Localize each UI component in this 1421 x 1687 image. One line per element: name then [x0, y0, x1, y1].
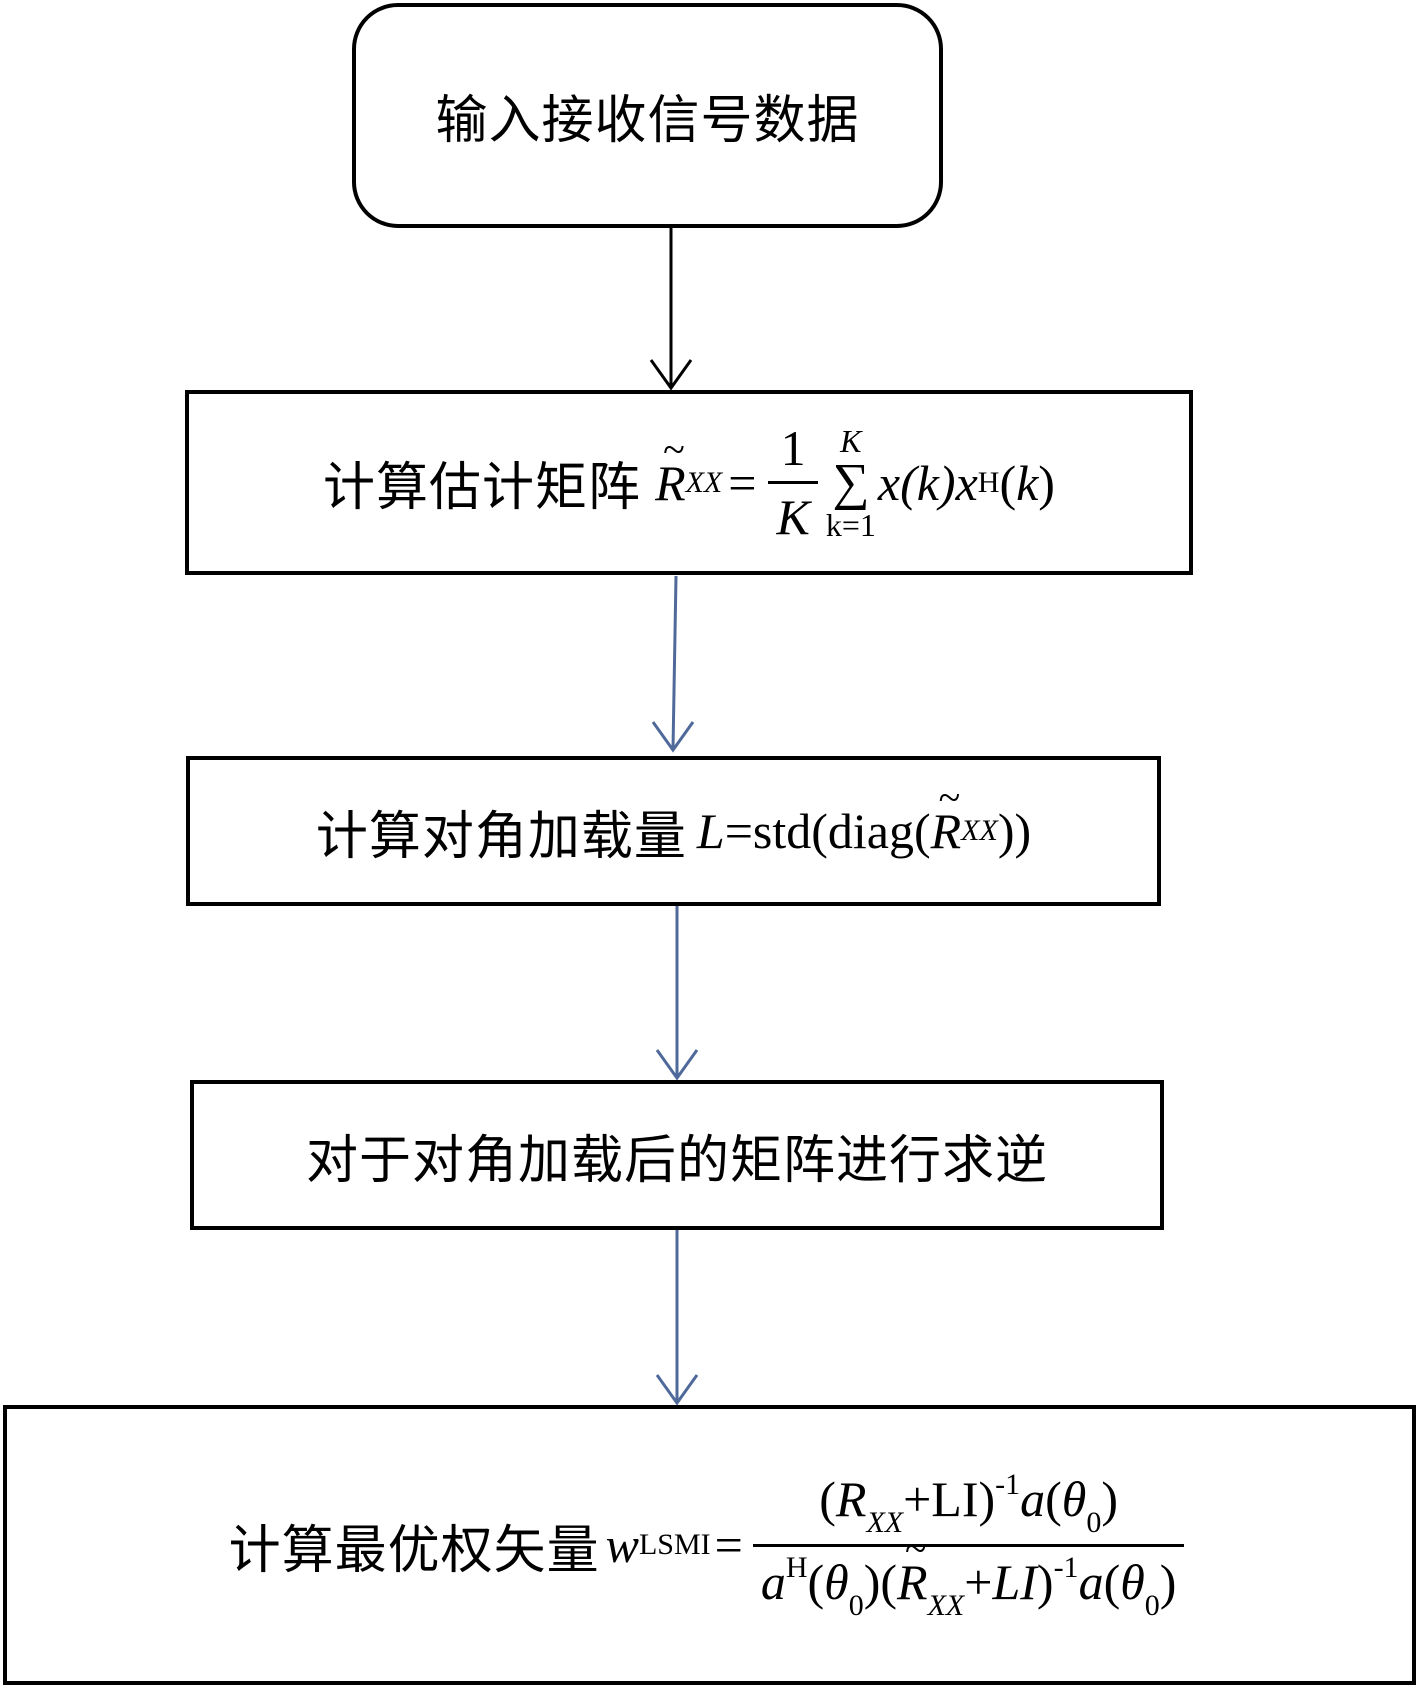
estimate-formula: RXX = 1 K K ∑ k=1 x(k)xH(k) — [655, 419, 1055, 546]
arrow-3 — [655, 904, 699, 1081]
step-estimate-matrix-label: 计算估计矩阵 — [323, 458, 642, 518]
step-invert-matrix-label: 对于对角加载后的矩阵进行求逆 — [305, 1130, 1048, 1191]
arrow-1 — [649, 228, 693, 391]
weight-fraction: (RXX+LI)-1a(θ0) aH(θ0)(RXX+LI)-1a(θ0) — [752, 1467, 1185, 1623]
loading-formula: L=std(diag(RXX)) — [697, 774, 1031, 860]
weight-numerator: (RXX+LI)-1a(θ0) — [819, 1467, 1119, 1539]
weight-denominator: aH(θ0)(RXX+LI)-1a(θ0) — [753, 1525, 1185, 1623]
step-invert-matrix: 对于对角加载后的矩阵进行求逆 — [190, 1080, 1164, 1230]
r-tilde-symbol: R — [655, 426, 686, 512]
arrow-2 — [651, 575, 695, 753]
arrow-4 — [655, 1229, 699, 1406]
step-input-data: 输入接收信号数据 — [352, 3, 943, 228]
step-diagonal-loading: 计算对角加载量 L=std(diag(RXX)) — [186, 756, 1161, 906]
step-input-data-label: 输入接收信号数据 — [435, 91, 860, 151]
step-diagonal-loading-label: 计算对角加载量 — [315, 806, 687, 867]
step-estimate-matrix: 计算估计矩阵 RXX = 1 K K ∑ k=1 x(k)xH(k) — [185, 390, 1193, 575]
fraction-1-over-K: 1 K — [768, 419, 818, 546]
step-optimal-weight-label: 计算最优权矢量 — [228, 1520, 600, 1581]
summation: K ∑ k=1 — [825, 422, 876, 543]
